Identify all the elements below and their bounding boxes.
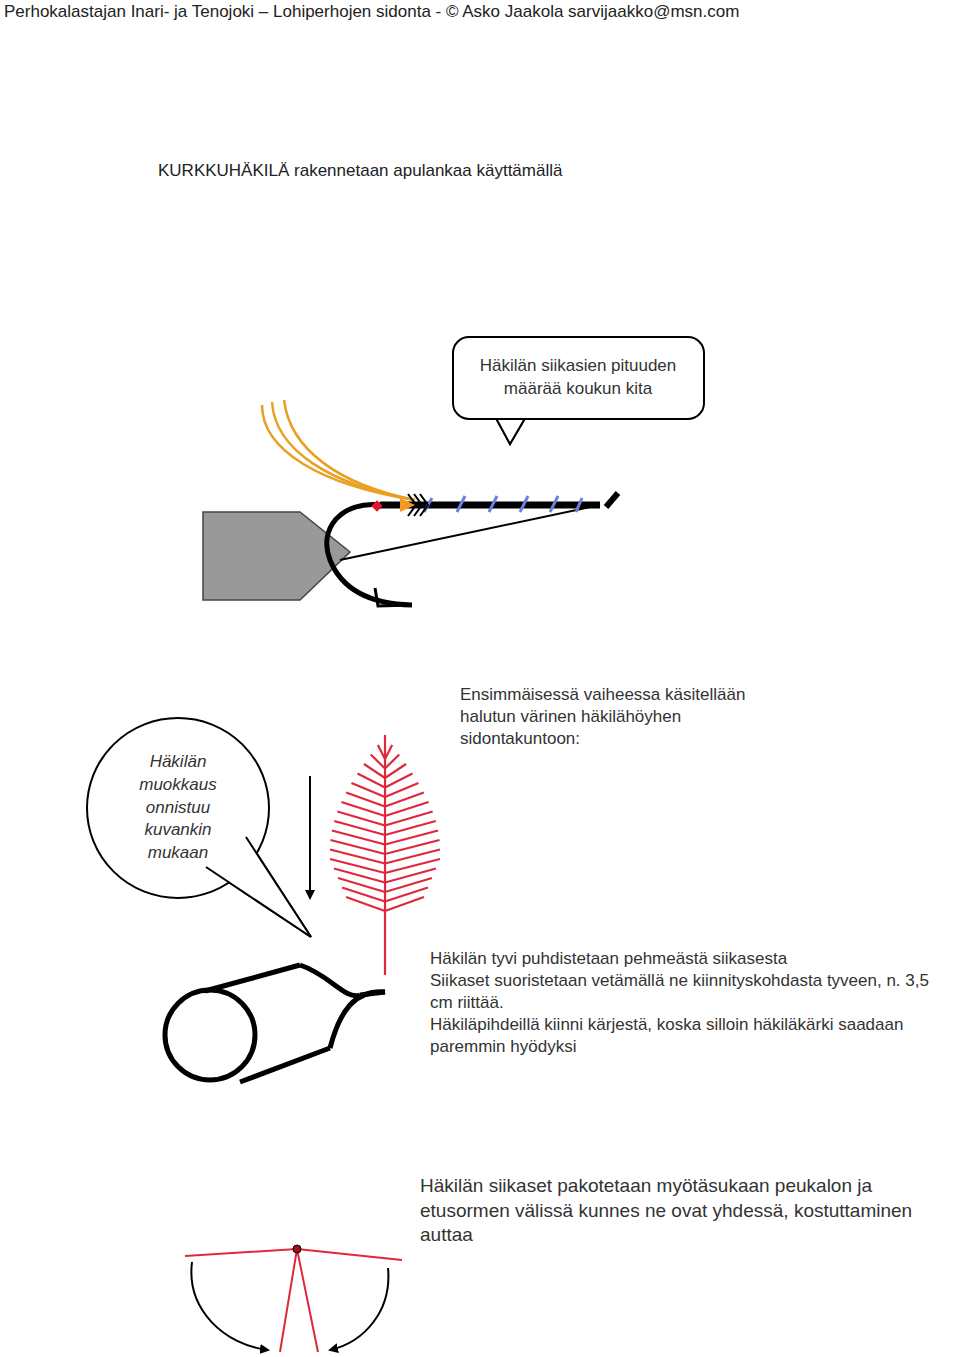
tag [371,500,382,511]
bubble-text: Häkilän siikasien pituuden määrää koukun… [464,355,693,401]
instruction-text: Häkiläpihdeillä kiinni kärjestä, koska s… [430,1014,955,1058]
tail-fibres [262,400,415,500]
speech-bubble: Häkilän siikasien pituuden määrää koukun… [452,336,705,420]
thread [340,505,600,560]
hook-bend [327,504,412,605]
instruction-text: Häkilän siikaset pakotetaan myötäsukaan … [420,1174,940,1248]
bubble-text: Häkilän muokkaus onnistuu kuvankin mukaa… [112,751,244,866]
instruction-text: Ensimmäisessä vaiheessa käsitellään halu… [460,684,800,750]
hackle-pliers [165,965,385,1082]
bubble-outline [452,336,705,420]
tail-tie [400,498,415,512]
hook-eye [606,493,618,507]
body-ribs [424,496,582,512]
hook-barb [375,588,412,606]
page-header: Perhokalastajan Inari- ja Tenojoki – Loh… [4,1,954,23]
hackle-feather [330,735,440,975]
stroking-diagram [185,1245,402,1352]
speech-bubble: Häkilän muokkaus onnistuu kuvankin mukaa… [86,717,270,899]
page-title: KURKKUHÄKILÄ rakennetaan apulankaa käytt… [158,160,562,182]
instruction-text: Häkilän tyvi puhdistetaan pehmeästä siik… [430,948,955,970]
direction-arrow [309,776,311,898]
instruction-text: Siikaset suoristetaan vetämällä ne kiinn… [430,970,955,1014]
